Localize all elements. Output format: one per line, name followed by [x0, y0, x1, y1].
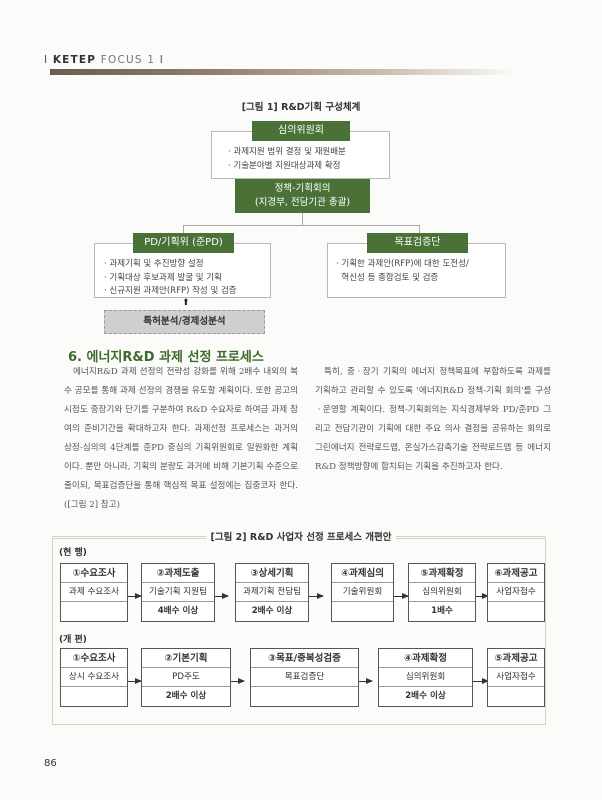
figure1-verification-label: 목표검증단: [367, 233, 468, 253]
figure2-title: [그림 2] R&D 사업자 선정 프로세스 개편안: [0, 529, 602, 543]
figure1-committee-label: 심의위원회: [252, 121, 350, 141]
arrow-icon: [231, 678, 245, 684]
figure1-committee-bullets: · 과제지원 범위 결정 및 재원배분 · 기술분야별 지원대상과제 확정: [228, 147, 346, 171]
connector: [302, 213, 303, 225]
arrow-icon: [128, 678, 142, 684]
arrow-icon: [394, 593, 409, 599]
revised-step-1: ①수요조사 상시 수요조사: [60, 648, 128, 707]
figure1-pd-label: PD/기획위 (준PD): [133, 233, 234, 253]
header-gradient-bar: [50, 69, 515, 75]
current-step-6: ⑥과제공고 사업자접수: [487, 563, 545, 622]
body-paragraph-left: 에너지R&D 과제 선정의 전략성 강화를 위해 2배수 내외의 복수 공모를 …: [64, 367, 298, 510]
current-step-2: ②과제도출 기술기획 지원팀 4배수 이상: [141, 563, 215, 622]
header-section: FOCUS 1: [100, 54, 156, 66]
revised-step-2: ②기본기획 PD주도 2배수 이상: [141, 648, 231, 707]
revised-step-4: ④과제확정 심의위원회 2배수 이상: [378, 648, 473, 707]
arrow-icon: [128, 593, 142, 599]
arrow-icon: [473, 678, 489, 684]
arrow-icon: [309, 593, 324, 599]
arrow-icon: [215, 593, 229, 599]
up-arrow-icon: ⬆: [182, 298, 190, 308]
current-step-1: ①수요조사 과제 수요조사: [60, 563, 128, 622]
connector: [183, 225, 184, 234]
running-header: I KETEP FOCUS 1 I: [44, 54, 164, 66]
figure1-verification-bullets: · 기획한 과제안(RFP)에 대한 도전성/ 혁신성 등 종합검토 및 검증: [336, 259, 469, 283]
page-number: 86: [44, 758, 57, 769]
current-step-5: ⑤과제확정 심의위원회 1배수: [408, 563, 476, 622]
arrow-icon: [359, 678, 373, 684]
connector: [419, 225, 420, 234]
revised-step-5: ⑤과제공고 사업자접수: [487, 648, 545, 707]
revised-step-3: ③목표/중복성검증 목표검증단: [250, 648, 359, 707]
body-paragraph-right: 특히, 중ㆍ장기 기획의 에너지 정책목표에 부합하도록 과제를 기획하고 관리…: [315, 367, 551, 472]
current-step-4: ④과제심의 기술위원회: [331, 563, 394, 622]
revised-process-label: (개 편): [59, 635, 87, 645]
current-step-3: ③상세기획 과제기획 전담팀 2배수 이상: [235, 563, 309, 622]
arrow-icon: [476, 593, 489, 599]
current-process-label: (현 행): [59, 548, 87, 558]
figure1-pd-bullets: · 과제기획 및 추진방향 설정 · 기획대상 후보과제 발굴 및 기획 · 신…: [104, 259, 237, 296]
section-title: 6. 에너지R&D 과제 선정 프로세스: [68, 350, 264, 365]
header-brand: KETEP: [52, 54, 97, 66]
figure1-analysis-box: 특허분석/경제성분석: [104, 310, 265, 334]
connector: [183, 225, 420, 226]
figure1-policy-meeting: 정책-기획회의 (지경부, 전담기관 총괄): [235, 179, 370, 213]
figure1-title: [그림 1] R&D기획 구성체계: [241, 102, 361, 113]
